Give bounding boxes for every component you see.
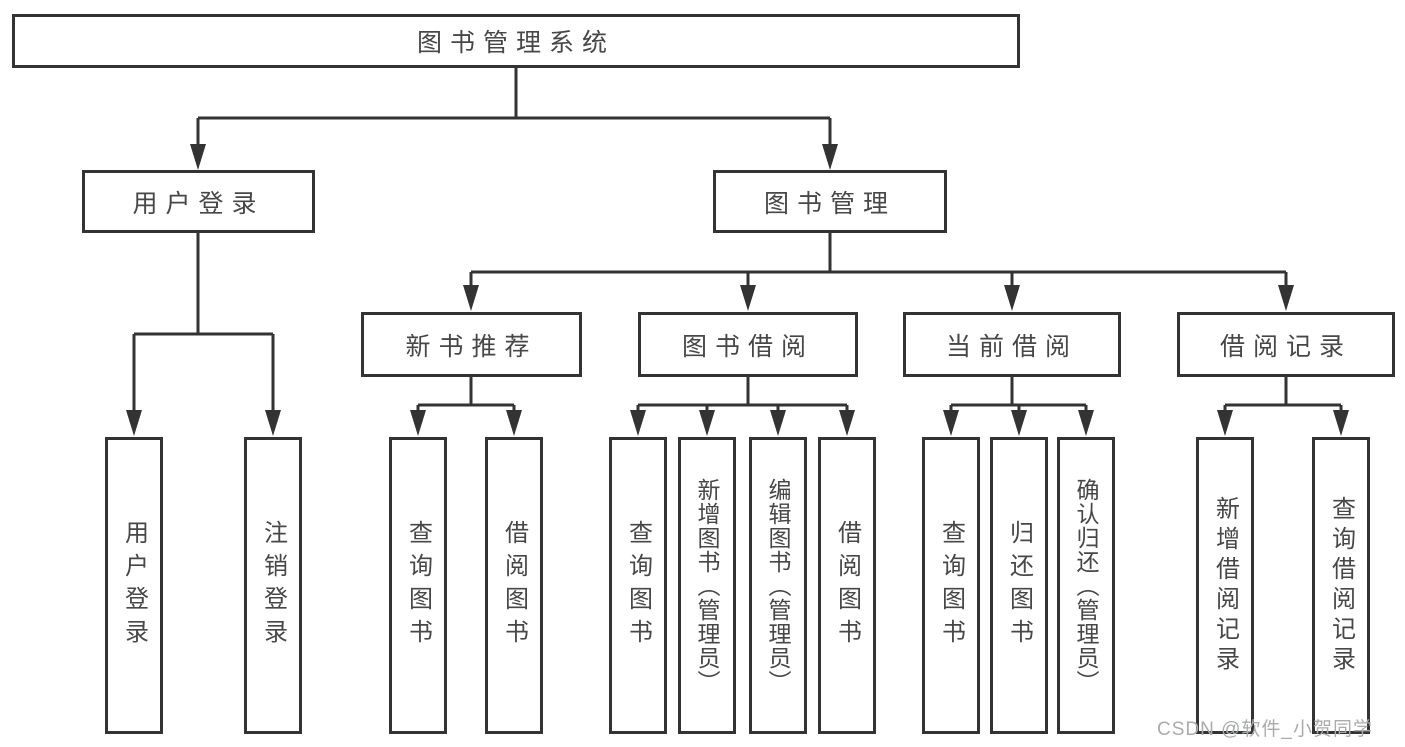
node-label: 用户登录 bbox=[132, 189, 265, 218]
arrowhead bbox=[190, 144, 206, 170]
node-label: 归还图书 bbox=[1005, 519, 1033, 652]
node-library-management-system: 图书管理系统 bbox=[12, 14, 1020, 68]
node-label: 借阅图书 bbox=[833, 519, 861, 652]
node-label: 借阅图书 bbox=[500, 519, 528, 652]
connector-current-borrow bbox=[949, 377, 1088, 416]
leaf-add-books-admin: 新增图书（管理员） bbox=[678, 437, 736, 734]
arrowhead bbox=[1004, 285, 1020, 311]
leaf-user-login: 用户登录 bbox=[105, 437, 163, 734]
node-label: 新书推荐 bbox=[405, 332, 538, 361]
arrowhead bbox=[265, 410, 281, 436]
arrowhead bbox=[410, 410, 426, 436]
arrowhead bbox=[740, 285, 756, 311]
node-label: 图书管理 bbox=[763, 189, 896, 218]
node-label: 图书管理系统 bbox=[416, 29, 615, 57]
connector-book-management bbox=[469, 233, 1288, 292]
arrowhead bbox=[630, 410, 646, 436]
node-borrow-records: 借阅记录 bbox=[1177, 312, 1395, 377]
node-label: 用户登录 bbox=[120, 519, 148, 652]
arrowhead bbox=[1011, 410, 1027, 436]
leaf-return-books: 归还图书 bbox=[990, 437, 1048, 734]
connector-root bbox=[196, 68, 832, 150]
leaf-query-borrow-record: 查询借阅记录 bbox=[1312, 437, 1370, 734]
leaf-confirm-return-admin: 确认归还（管理员） bbox=[1057, 437, 1115, 734]
arrowhead bbox=[126, 410, 142, 436]
node-label: 查询借阅记录 bbox=[1327, 495, 1355, 676]
node-label: 新增图书（管理员） bbox=[694, 477, 720, 694]
node-label: 新增借阅记录 bbox=[1211, 495, 1239, 676]
csdn-watermark: CSDN @软件_小贺同学 bbox=[1157, 719, 1373, 740]
node-label: 当前借阅 bbox=[945, 332, 1078, 361]
node-current-borrow: 当前借阅 bbox=[903, 312, 1121, 377]
arrowhead bbox=[506, 410, 522, 436]
leaf-borrow-books: 借阅图书 bbox=[818, 437, 876, 734]
leaf-borrow-books: 借阅图书 bbox=[485, 437, 543, 734]
arrowhead bbox=[463, 285, 479, 311]
connector-borrow-records bbox=[1223, 377, 1343, 416]
node-new-book-recommend: 新书推荐 bbox=[361, 312, 582, 377]
arrowhead bbox=[822, 144, 838, 170]
node-book-management: 图书管理 bbox=[713, 170, 947, 233]
node-label: 图书借阅 bbox=[681, 332, 814, 361]
leaf-add-borrow-record: 新增借阅记录 bbox=[1196, 437, 1254, 734]
node-book-borrow: 图书借阅 bbox=[638, 312, 858, 377]
arrowhead bbox=[699, 410, 715, 436]
connector-user-login bbox=[132, 233, 275, 416]
arrowhead bbox=[770, 410, 786, 436]
arrowhead bbox=[1078, 410, 1094, 436]
node-label: 查询图书 bbox=[624, 519, 652, 652]
node-label: 查询图书 bbox=[404, 519, 432, 652]
leaf-query-books: 查询图书 bbox=[389, 437, 447, 734]
node-label: 借阅记录 bbox=[1219, 332, 1352, 361]
leaf-query-books: 查询图书 bbox=[922, 437, 980, 734]
arrowhead bbox=[1333, 410, 1349, 436]
node-label: 查询图书 bbox=[937, 519, 965, 652]
node-label: 编辑图书（管理员） bbox=[765, 477, 791, 694]
node-label: 确认归还（管理员） bbox=[1073, 477, 1099, 694]
connector-book-borrow bbox=[636, 377, 849, 416]
node-user-login: 用户登录 bbox=[82, 170, 315, 233]
connector-new-books bbox=[416, 377, 516, 416]
arrowhead bbox=[1217, 410, 1233, 436]
leaf-query-books: 查询图书 bbox=[609, 437, 667, 734]
arrowhead bbox=[839, 410, 855, 436]
arrowhead bbox=[1278, 285, 1294, 311]
arrowhead bbox=[943, 410, 959, 436]
leaf-edit-books-admin: 编辑图书（管理员） bbox=[749, 437, 807, 734]
node-label: 注销登录 bbox=[259, 519, 287, 652]
leaf-logout: 注销登录 bbox=[244, 437, 302, 734]
